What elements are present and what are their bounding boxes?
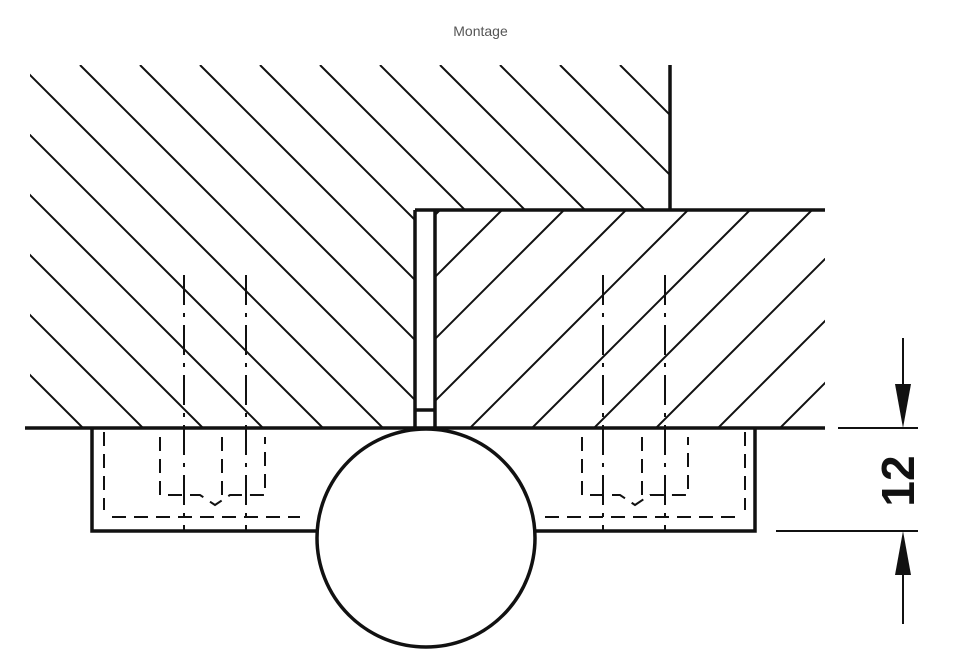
hatch-line <box>30 65 301 428</box>
hatch-line <box>435 210 565 341</box>
hatch-line <box>680 65 961 465</box>
hatch-line <box>79 65 481 428</box>
hinge-knuckle <box>315 427 537 649</box>
hatch-line <box>30 65 361 428</box>
hatch-line <box>30 65 421 428</box>
hidden-lines <box>103 432 746 518</box>
hatch-line <box>716 319 825 428</box>
hatch-line <box>435 210 441 217</box>
hatch-line <box>499 65 670 428</box>
dimension-label: 12 <box>872 455 924 506</box>
hatch-line <box>30 65 121 428</box>
hinge-leaf-right <box>535 428 757 533</box>
hatch-line <box>778 381 825 428</box>
door-hatching <box>435 210 825 428</box>
arrow-up-icon <box>895 531 911 575</box>
hatch-line <box>30 65 61 428</box>
hatch-line <box>319 65 670 428</box>
cabinet-hatching <box>30 65 961 465</box>
hatch-line <box>559 65 670 428</box>
hatch-line <box>139 65 541 428</box>
dimension-12 <box>776 338 918 624</box>
hatch-line <box>199 65 601 428</box>
hatch-line <box>435 210 627 403</box>
hatch-line <box>259 65 661 428</box>
hatch-line <box>468 210 689 428</box>
hinge-leaf-left <box>90 428 318 533</box>
hatch-line <box>530 210 751 428</box>
hatch-line <box>379 65 670 428</box>
arrow-down-icon <box>895 384 911 428</box>
hatch-line <box>435 210 503 279</box>
hatch-line <box>30 65 241 428</box>
hatch-line <box>30 65 181 428</box>
hatch-line <box>654 257 825 428</box>
hatch-line <box>592 210 813 428</box>
hatch-line <box>439 65 670 428</box>
screw-centerlines <box>183 275 666 531</box>
drawing-title: Montage <box>453 23 508 39</box>
